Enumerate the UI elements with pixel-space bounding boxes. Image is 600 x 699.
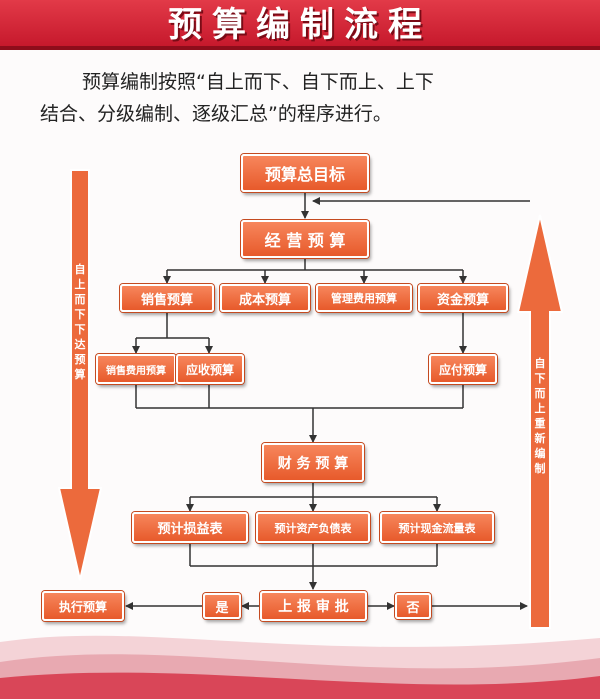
- bottom-up-char: 下: [534, 372, 546, 385]
- node-financial-budget: 财 务 预 算: [262, 443, 364, 482]
- top-down-char: 达: [74, 338, 86, 351]
- bottom-up-char: 新: [534, 432, 546, 445]
- intro-line-1: 预算编制按照“自上而下、自下而上、上下: [82, 71, 434, 93]
- node-yes: 是: [203, 593, 241, 619]
- node-execute-budget: 执行预算: [42, 591, 124, 621]
- node-no: 否: [395, 593, 431, 619]
- node-operating-budget: 经 营 预 算: [241, 220, 369, 258]
- node-total-target: 预算总目标: [241, 154, 369, 192]
- top-down-char: 上: [74, 278, 86, 291]
- intro-line-2: 结合、分级编制、逐级汇总”的程序进行。: [40, 103, 392, 125]
- top-down-char: 算: [74, 368, 86, 381]
- node-sales-budget: 销售预算: [120, 284, 214, 312]
- node-fund-budget: 资金预算: [418, 284, 508, 312]
- bottom-up-label: 自下而上重新编制: [532, 356, 548, 476]
- node-cost-budget: 成本预算: [220, 284, 310, 312]
- top-down-label: 自上而下下达预算: [72, 262, 88, 382]
- node-admin-expense-budget: 管理费用预算: [316, 284, 412, 312]
- node-projected-balance-sheet: 预计资产负债表: [256, 512, 370, 543]
- bottom-up-char: 重: [534, 417, 546, 430]
- page-title: 预算编制流程: [168, 5, 432, 45]
- node-receivable-budget: 应收预算: [176, 354, 244, 384]
- bottom-up-char: 上: [534, 402, 546, 415]
- intro-paragraph: 预算编制按照“自上而下、自下而上、上下 结合、分级编制、逐级汇总”的程序进行。: [40, 66, 580, 130]
- top-down-arrow: [57, 169, 103, 581]
- top-down-char: 下: [74, 323, 86, 336]
- node-projected-income-statement: 预计损益表: [132, 512, 248, 543]
- bottom-up-char: 自: [534, 357, 546, 370]
- node-sales-expense-budget: 销售费用预算: [96, 354, 176, 384]
- top-down-char: 下: [74, 308, 86, 321]
- bottom-up-char: 制: [534, 462, 546, 475]
- top-down-char: 而: [74, 293, 86, 306]
- top-down-char: 预: [74, 353, 86, 366]
- decorative-wave: [0, 635, 600, 699]
- bottom-up-char: 而: [534, 387, 546, 400]
- bottom-up-char: 编: [534, 447, 546, 460]
- title-banner: [0, 0, 600, 50]
- top-down-char: 自: [74, 263, 86, 276]
- node-payable-budget: 应付预算: [429, 354, 497, 384]
- node-projected-cash-flow: 预计现金流量表: [380, 512, 494, 543]
- bottom-up-arrow: [516, 214, 564, 629]
- node-report-approval: 上 报 审 批: [260, 591, 367, 621]
